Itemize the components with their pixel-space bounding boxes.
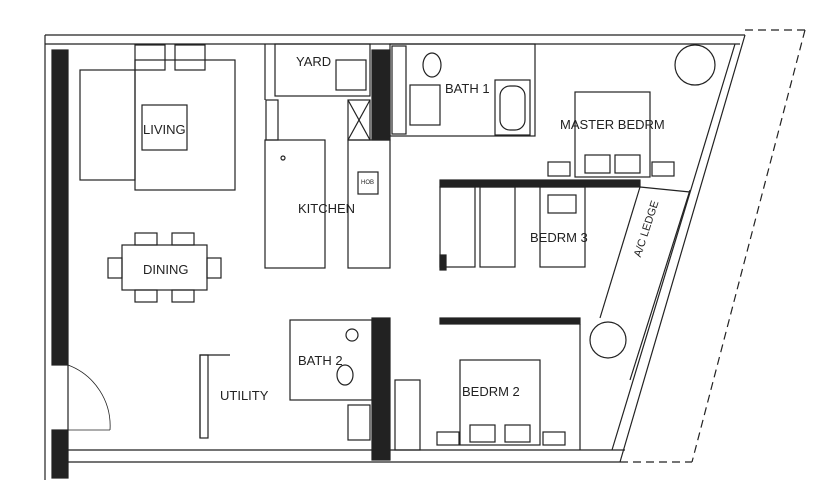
living-furniture xyxy=(79,44,236,303)
room-label-bath2: BATH 2 xyxy=(298,353,343,368)
room-label-bedroom3: BEDRM 3 xyxy=(530,230,588,245)
bedroom2-walls xyxy=(394,317,627,451)
dashed-ledge-outline xyxy=(620,29,806,463)
room-label-utility: UTILITY xyxy=(220,388,269,403)
room-label-master-bedroom: MASTER BEDRM xyxy=(560,117,665,132)
bath2-walls xyxy=(199,317,391,461)
outer-walls xyxy=(44,34,746,480)
bedroom3-walls xyxy=(439,186,691,381)
room-label-kitchen: KITCHEN xyxy=(298,201,356,216)
room-label-living: LIVING xyxy=(143,122,186,137)
room-label-dining: DINING xyxy=(143,262,189,277)
bath1-walls xyxy=(389,43,536,137)
room-label-bath1: BATH 1 xyxy=(445,81,490,96)
hob-label: HOB xyxy=(361,180,375,186)
room-label-bedroom2: BEDRM 2 xyxy=(462,384,520,399)
master-bedroom-furniture xyxy=(439,44,716,193)
kitchen-walls xyxy=(264,43,391,269)
room-label-yard: YARD xyxy=(296,54,332,69)
entrance-door xyxy=(67,364,111,431)
